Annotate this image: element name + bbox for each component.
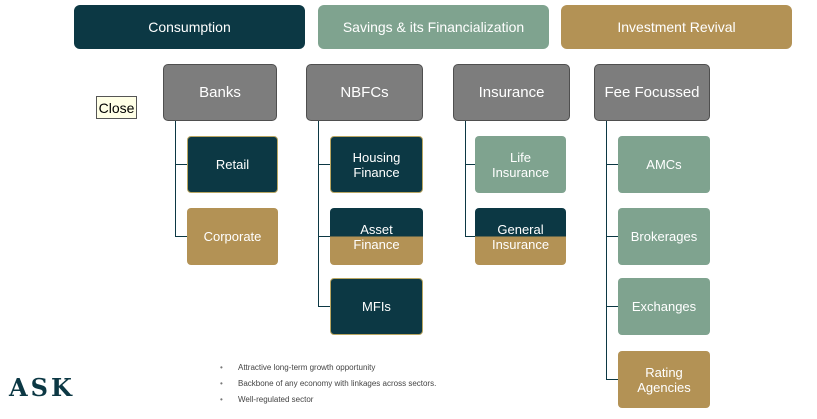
sub-box-label: Corporate xyxy=(203,229,262,244)
category-label: NBFCs xyxy=(340,84,389,101)
theme-savings: Savings & its Financialization xyxy=(318,5,549,49)
sub-box-label: Brokerages xyxy=(630,229,698,244)
category-label: Banks xyxy=(199,84,241,101)
sub-box-rating-agencies: Rating Agencies xyxy=(618,351,710,408)
connector-branch xyxy=(318,306,330,307)
connector-fee-focussed xyxy=(606,121,607,380)
sub-box-mfis: MFIs xyxy=(330,278,423,335)
connector-branch xyxy=(465,236,475,237)
sub-box-exchanges: Exchanges xyxy=(618,278,710,335)
sub-box-amcs: AMCs xyxy=(618,136,710,193)
connector-branch xyxy=(318,236,330,237)
sub-box-label: AMCs xyxy=(646,157,682,172)
connector-banks xyxy=(175,121,176,237)
connector-branch xyxy=(606,164,618,165)
ask-logo: ASK xyxy=(9,373,75,402)
theme-label: Investment Revival xyxy=(617,19,736,35)
sub-box-label: Exchanges xyxy=(631,299,697,314)
category-nbfcs: NBFCs xyxy=(306,64,423,121)
sub-box-retail: Retail xyxy=(187,136,278,193)
theme-investment-revival: Investment Revival xyxy=(561,5,792,49)
bullet-item: Well-regulated sector xyxy=(220,392,520,408)
sub-box-housing-finance: Housing Finance xyxy=(330,136,423,193)
theme-label: Consumption xyxy=(148,19,231,35)
bullet-item: Backbone of any economy with linkages ac… xyxy=(220,376,520,392)
category-label: Fee Focussed xyxy=(604,84,700,101)
category-insurance: Insurance xyxy=(453,64,570,121)
category-banks: Banks xyxy=(163,64,277,121)
sub-box-label: General Insurance xyxy=(491,221,550,252)
sub-box-label: MFIs xyxy=(362,299,391,314)
connector-branch xyxy=(175,236,187,237)
connector-nbfcs xyxy=(318,121,319,306)
sub-box-life-insurance: Life Insurance xyxy=(475,136,566,193)
category-label: Insurance xyxy=(478,84,545,101)
close-button[interactable]: Close xyxy=(96,96,137,119)
connector-branch xyxy=(175,164,187,165)
sub-box-label: Rating Agencies xyxy=(637,364,691,395)
connector-branch xyxy=(606,306,618,307)
sub-box-corporate: Corporate xyxy=(187,208,278,265)
sub-box-brokerages: Brokerages xyxy=(618,208,710,265)
connector-branch xyxy=(318,164,330,165)
sub-box-label: Retail xyxy=(215,157,250,172)
sub-box-label: Life Insurance xyxy=(491,149,550,180)
category-fee-focussed: Fee Focussed xyxy=(594,64,710,121)
connector-branch xyxy=(606,379,618,380)
connector-branch xyxy=(465,164,475,165)
sub-box-label: Housing Finance xyxy=(352,149,401,180)
sub-box-asset-finance: Asset Finance xyxy=(330,208,423,265)
theme-label: Savings & its Financialization xyxy=(342,19,525,35)
logo-text: ASK xyxy=(9,373,75,402)
theme-consumption: Consumption xyxy=(74,5,305,49)
bullet-item: Attractive long-term growth opportunity xyxy=(220,360,520,376)
close-button-label: Close xyxy=(98,99,135,116)
connector-branch xyxy=(606,236,618,237)
bullet-list: Attractive long-term growth opportunity … xyxy=(220,360,520,408)
sub-box-label: Asset Finance xyxy=(353,221,400,252)
connector-insurance xyxy=(465,121,466,237)
sub-box-general-insurance: General Insurance xyxy=(475,208,566,265)
